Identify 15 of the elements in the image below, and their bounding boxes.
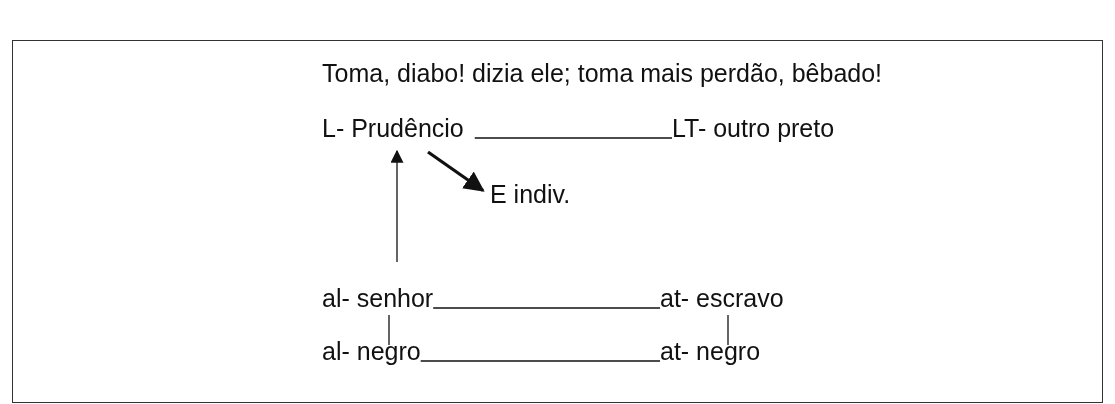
arrow [427, 150, 485, 192]
text-label: LT- outro preto [672, 116, 835, 141]
text-label: at- negro [660, 339, 761, 364]
connector-line [388, 314, 390, 346]
connector-line [432, 307, 661, 309]
text-label: al- senhor [322, 286, 434, 311]
connector-line [474, 137, 673, 139]
connector-line [727, 314, 729, 346]
text-label: E indiv. [490, 182, 571, 207]
connector-line [420, 360, 661, 362]
text-label: al- negro [322, 339, 421, 364]
text-label: at- escravo [660, 286, 784, 311]
text-label: L- Prudêncio [322, 116, 464, 141]
arrow [390, 149, 404, 263]
quote-heading: Toma, diabo! dizia ele; toma mais perdão, bêbado! [322, 61, 883, 86]
